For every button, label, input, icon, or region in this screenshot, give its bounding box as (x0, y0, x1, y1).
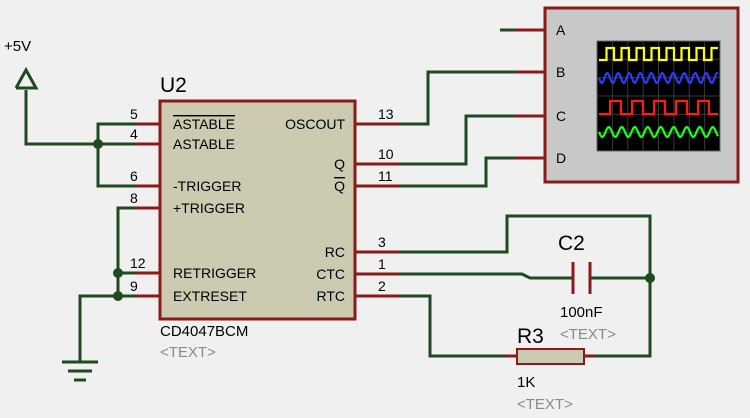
pin-number: 11 (378, 168, 393, 184)
pin-name: ASTABLE (173, 136, 235, 152)
chip-left-pins: 5ASTABLE4ASTABLE6-TRIGGER8+TRIGGER12RETR… (130, 106, 256, 304)
wire-rc-loop (400, 214, 652, 358)
pin-name: ASTABLE (173, 116, 235, 132)
scope-channel-label: A (556, 22, 566, 38)
wire-ctc-to-cap (400, 272, 573, 280)
capacitor-c2[interactable]: C2 100nF <TEXT> (558, 232, 616, 343)
junction-dot (113, 291, 123, 301)
wire-qbar-to-scope-d (400, 156, 515, 188)
pin-number: 9 (130, 278, 138, 294)
scope-channel-label: D (556, 150, 566, 166)
pin-name: CTC (316, 266, 345, 282)
pin-name: OSCOUT (285, 116, 345, 132)
capacitor-value: 100nF (560, 304, 603, 321)
wire-oscout-to-scope-b (400, 70, 515, 126)
capacitor-text-placeholder: <TEXT> (560, 326, 616, 343)
wire-extreset-ground (78, 294, 135, 362)
pin-name: -TRIGGER (173, 178, 241, 194)
scope-channel-label: B (556, 64, 565, 80)
wire-5v-to-astable (24, 90, 135, 146)
pin-name: RETRIGGER (173, 265, 256, 281)
pin-number: 13 (378, 106, 394, 122)
scope-channels: A B C D (515, 22, 566, 166)
trace-b (597, 71, 719, 85)
pin-number: 1 (378, 256, 386, 272)
wire-rtc-to-resistor (400, 294, 517, 358)
scope-channel-label: C (556, 108, 566, 124)
trace-a (599, 46, 718, 62)
junctions (93, 139, 655, 301)
ground-symbol (62, 360, 98, 382)
pin-number: 12 (130, 255, 146, 271)
chip-part: CD4047BCM (160, 323, 248, 340)
pin-name: RC (325, 244, 345, 260)
resistor-r3[interactable]: R3 1K <TEXT> (505, 325, 596, 413)
pin-number: 10 (378, 146, 394, 162)
pin-number: 6 (130, 168, 138, 184)
pin-number: 3 (378, 234, 386, 250)
power-terminal: +5V (4, 38, 39, 90)
wire-trigger-minus (96, 144, 135, 188)
scope-traces (597, 46, 719, 139)
resistor-value: 1K (517, 374, 535, 391)
pin-number: 2 (378, 278, 386, 294)
wire-trigger-plus (116, 206, 135, 296)
chip-body[interactable] (158, 99, 357, 321)
junction-dot (645, 273, 655, 283)
chip-text-placeholder: <TEXT> (160, 344, 216, 361)
power-label: +5V (4, 38, 31, 55)
chip-ref: U2 (160, 74, 187, 97)
chip-u2[interactable]: U2 CD4047BCM <TEXT> 5ASTABLE4ASTABLE6-TR… (130, 74, 400, 361)
resistor-ref: R3 (517, 325, 544, 348)
trace-d (597, 125, 719, 139)
resistor-text-placeholder: <TEXT> (517, 396, 573, 413)
power-arrow-icon (14, 66, 39, 90)
junction-dot (113, 268, 123, 278)
wire-q-to-scope-c (400, 114, 515, 166)
oscilloscope[interactable]: A B C D (515, 6, 740, 184)
pin-name: EXTRESET (173, 288, 247, 304)
resistor-body[interactable] (516, 348, 585, 365)
pin-number: 8 (130, 190, 138, 206)
capacitor-ref: C2 (558, 232, 585, 255)
pin-name: RTC (316, 288, 345, 304)
pin-number: 4 (130, 126, 138, 142)
pin-name: +TRIGGER (173, 200, 245, 216)
pin-number: 5 (130, 106, 138, 122)
pin-name: Q (334, 156, 345, 172)
pin-name: Q (334, 178, 345, 194)
trace-c (599, 99, 718, 116)
junction-dot (93, 139, 103, 149)
